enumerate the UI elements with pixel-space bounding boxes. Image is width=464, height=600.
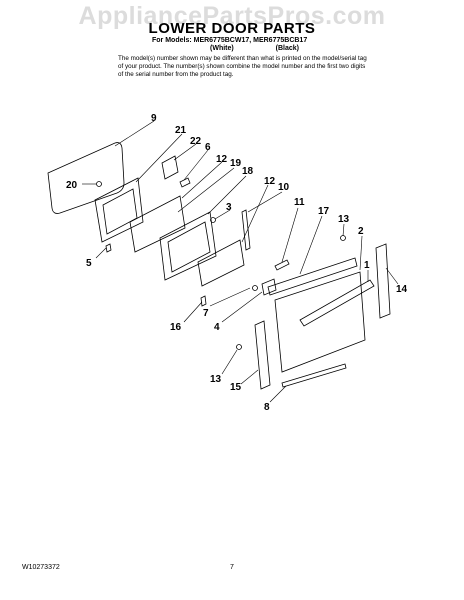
part-door-liner — [47, 142, 125, 214]
callout-6: 6 — [205, 142, 211, 153]
variant-black: (Black) — [275, 45, 300, 52]
part-bottom-strip — [281, 363, 347, 388]
part-pin-11 — [274, 259, 290, 271]
part-screw-13b — [236, 344, 242, 350]
callout-22: 22 — [190, 136, 202, 147]
page-title: LOWER DOOR PARTS — [148, 20, 316, 37]
page-number: 7 — [230, 564, 234, 571]
callout-13-upper: 13 — [338, 214, 350, 225]
callout-2: 2 — [358, 226, 364, 237]
part-bracket-4 — [261, 278, 277, 296]
callout-14: 14 — [396, 284, 408, 295]
part-glass-panel — [129, 195, 186, 253]
callout-19: 19 — [230, 158, 242, 169]
part-outer-door — [274, 271, 366, 373]
callout-21: 21 — [175, 125, 187, 136]
part-screw-7 — [252, 285, 258, 291]
part-hinge-bracket — [161, 155, 179, 180]
callout-13-lower: 13 — [210, 374, 222, 385]
callout-11: 11 — [294, 197, 305, 208]
callout-4: 4 — [214, 322, 220, 333]
part-spacer-16 — [200, 295, 207, 307]
document-number: W10273372 — [22, 564, 60, 571]
watermark: AppliancePartsPros.com — [78, 2, 386, 30]
callout-1: 1 — [364, 260, 370, 271]
part-end-cap-right — [375, 243, 391, 319]
part-glass-lower — [197, 239, 245, 287]
callout-15: 15 — [230, 382, 242, 393]
variant-white: (White) — [210, 45, 234, 52]
model-line: For Models: MER6775BCW17, MER6775BCB17 — [152, 37, 308, 44]
callout-16: 16 — [170, 322, 182, 333]
callout-9: 9 — [151, 113, 157, 124]
callout-17: 17 — [318, 206, 330, 217]
callout-5: 5 — [86, 258, 92, 269]
part-end-cap-left — [254, 320, 271, 390]
callout-18: 18 — [242, 166, 254, 177]
part-clip-6 — [179, 177, 191, 188]
variant-line: (White) (Black) — [210, 45, 339, 52]
callout-12-upper: 12 — [216, 154, 228, 165]
callout-7: 7 — [203, 308, 209, 319]
part-top-trim — [267, 257, 358, 296]
callout-12-lower: 12 — [264, 176, 276, 187]
part-screw-3 — [210, 217, 216, 223]
part-inner-frame — [94, 177, 144, 243]
model-note: The model(s) number shown may be differe… — [118, 55, 367, 78]
part-screw-13a — [340, 235, 346, 241]
part-handle — [299, 279, 375, 327]
part-screw-20 — [96, 181, 102, 187]
callout-3: 3 — [226, 202, 232, 213]
part-door-frame — [159, 211, 217, 281]
part-spacer-5 — [105, 243, 112, 253]
callout-10: 10 — [278, 182, 290, 193]
part-side-strip — [241, 209, 251, 251]
callout-8: 8 — [264, 402, 270, 413]
callout-20: 20 — [66, 180, 78, 191]
